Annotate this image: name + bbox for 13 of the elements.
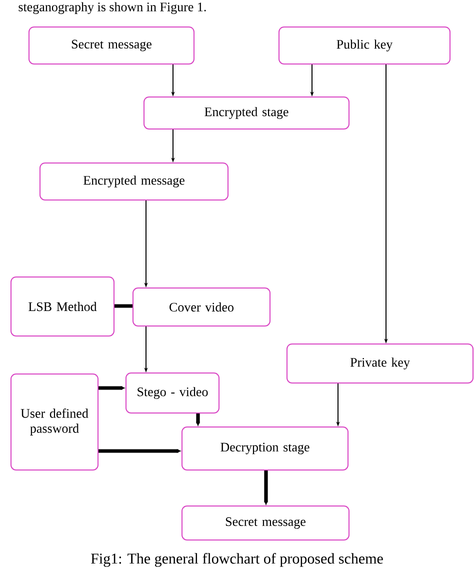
process-box: Secret message [28, 26, 194, 64]
process-box: Encrypted stage [144, 96, 350, 130]
process-box: Public key [278, 26, 450, 64]
text-line: steganography is shown in Figure 1. [18, 2, 206, 14]
process-box: User defined password [10, 374, 98, 470]
process-box: Secret message [182, 506, 350, 540]
process-box: Stego - video [126, 372, 220, 414]
process-box: Cover video [132, 288, 270, 326]
process-box: LSB Method [10, 276, 114, 336]
process-box: Decryption stage [182, 426, 348, 470]
process-box: Private key [286, 344, 474, 384]
process-box: Encrypted message [40, 162, 228, 200]
caption: Fig1: The general flowchart of proposed scheme [91, 553, 383, 567]
